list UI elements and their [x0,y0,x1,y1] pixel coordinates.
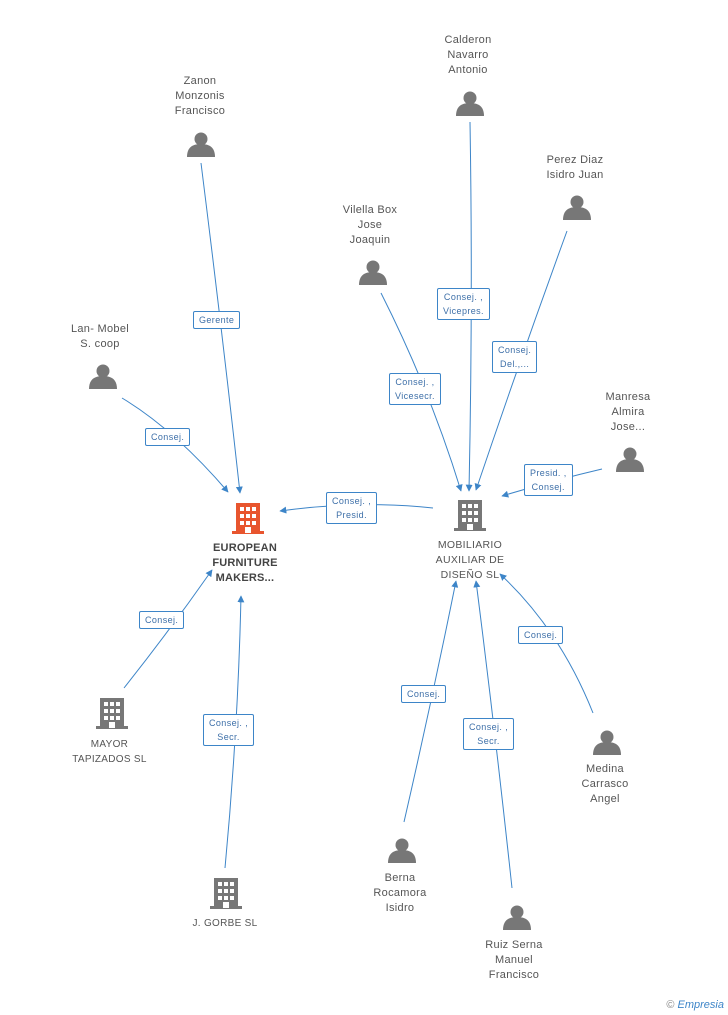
node-label-mayor[interactable]: MAYOR TAPIZADOS SL [72,739,147,765]
company-icon-mayor[interactable] [96,698,128,729]
edge-label-ruiz[interactable]: Consej. , Secr. [463,718,515,750]
brand-logo[interactable]: Empresia [677,999,724,1011]
edge-label-calderon[interactable]: Consej. , Vicepres. [437,288,490,320]
company-icon-gorbe[interactable] [210,878,242,909]
edge-label-vilella[interactable]: Consej. , Vicesecr. [389,373,441,405]
person-icon-ruiz[interactable] [503,905,531,931]
node-label-berna[interactable]: Berna Rocamora Isidro [373,872,427,914]
edge-label-lanmobel[interactable]: Consej. [145,428,191,446]
person-icon-calderon[interactable] [456,91,484,117]
node-label-calderon[interactable]: Calderon Navarro Antonio [444,34,492,76]
person-icon-berna[interactable] [388,838,416,864]
node-label-medina[interactable]: Medina Carrasco Angel [581,763,629,805]
person-icon-medina[interactable] [593,730,621,756]
person-icon-perez[interactable] [563,195,591,221]
person-icon-manresa[interactable] [616,447,644,473]
edge-mayor-european [123,569,213,689]
copyright-icon: © [666,999,675,1011]
node-label-gorbe[interactable]: J. GORBE SL [192,918,258,929]
watermark: ©Empresia [666,999,724,1011]
node-label-manresa[interactable]: Manresa Almira Jose... [605,391,651,433]
edge-label-perez[interactable]: Consej. Del.,... [492,341,538,373]
edge-label-medina[interactable]: Consej. [518,626,564,644]
edge-label-mayor[interactable]: Consej. [139,611,185,629]
edge-label-zanon[interactable]: Gerente [193,311,241,329]
edge-label-manresa[interactable]: Presid. , Consej. [524,464,573,496]
company-icon-european[interactable] [232,503,264,534]
node-label-zanon[interactable]: Zanon Monzonis Francisco [174,75,226,117]
edge-label-berna[interactable]: Consej. [401,685,447,703]
node-label-perez[interactable]: Perez Diaz Isidro Juan [546,154,604,181]
person-icon-vilella[interactable] [359,260,387,286]
person-icon-lanmobel[interactable] [89,364,117,390]
node-label-vilella[interactable]: Vilella Box Jose Joaquin [342,204,398,246]
node-label-ruiz[interactable]: Ruiz Serna Manuel Francisco [485,939,543,981]
node-label-mobiliario[interactable]: MOBILIARIO AUXILIAR DE DISEÑO SL [435,539,505,581]
node-label-european[interactable]: EUROPEAN FURNITURE MAKERS... [212,542,278,584]
edge-label-mobiliario[interactable]: Consej. , Presid. [326,492,378,524]
edge-label-gorbe[interactable]: Consej. , Secr. [203,714,255,746]
person-icon-zanon[interactable] [187,132,215,158]
company-icon-mobiliario[interactable] [454,500,486,531]
node-label-lanmobel[interactable]: Lan- Mobel S. coop [70,323,130,350]
